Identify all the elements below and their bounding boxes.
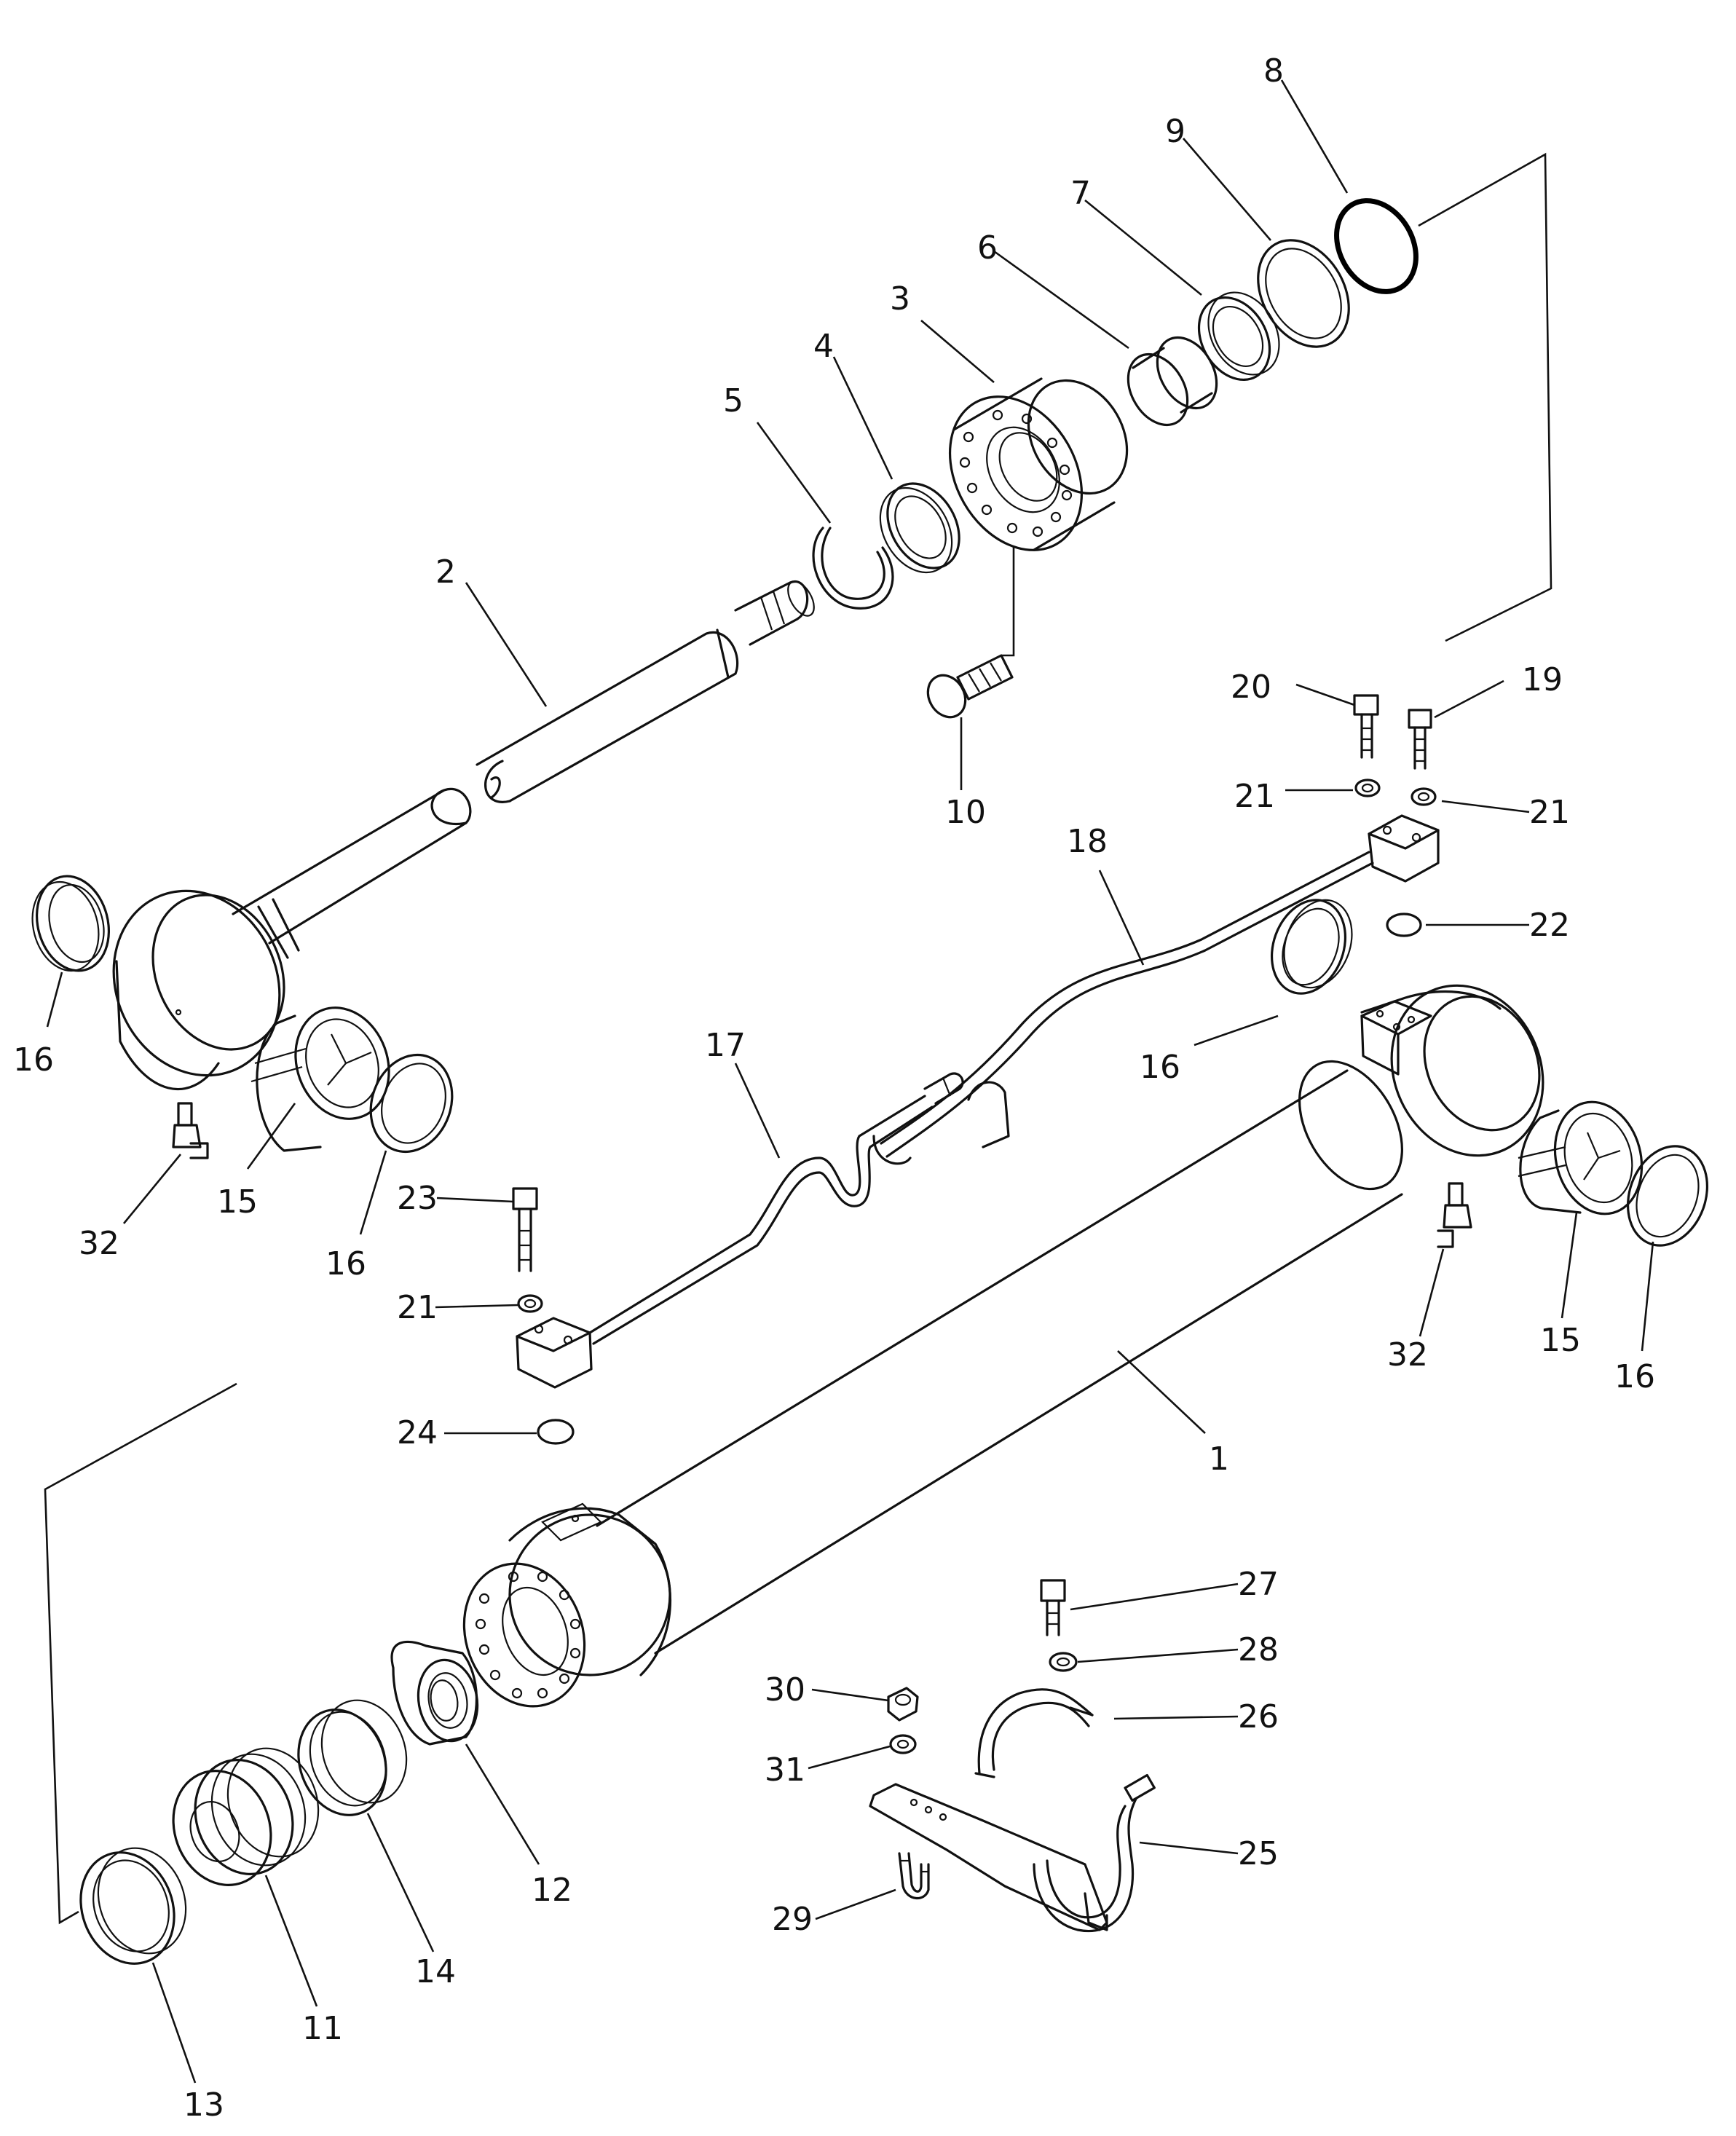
seal-part-4 (879, 482, 960, 574)
dust-seal-part-16-center (1270, 899, 1353, 995)
callout-27: 27 (1238, 1566, 1279, 1603)
callout-13: 13 (184, 2086, 224, 2124)
bolt-part-19 (1408, 709, 1432, 770)
grease-fitting-part-32-left (172, 1102, 209, 1159)
callout-25: 25 (1238, 1835, 1279, 1872)
nut-part-30 (887, 1687, 919, 1722)
callout-7: 7 (1070, 175, 1091, 212)
bushing-part-15-left (250, 1006, 390, 1152)
callout-20: 20 (1231, 669, 1271, 706)
washer-part-31 (889, 1734, 917, 1754)
ring-part-9 (1257, 239, 1350, 348)
callout-15-left: 15 (217, 1183, 258, 1221)
callout-21-a: 21 (1234, 778, 1275, 815)
nut-part-12 (390, 1640, 479, 1746)
callout-3: 3 (890, 280, 910, 318)
callout-6: 6 (977, 229, 998, 267)
washer-part-21-c (517, 1294, 543, 1313)
callout-21-c: 21 (397, 1289, 438, 1326)
o-ring-part-24 (537, 1419, 575, 1445)
callout-23: 23 (397, 1180, 438, 1217)
piston-rod-part-2 (112, 580, 815, 1091)
ring-part-14 (297, 1699, 408, 1816)
callout-31: 31 (765, 1751, 805, 1789)
pipe-part-17 (516, 1072, 964, 1389)
callout-16-right: 16 (1614, 1358, 1655, 1395)
seal-part-7 (1197, 291, 1280, 382)
assembly-bracket-upper (1418, 152, 1552, 642)
callout-19: 19 (1522, 661, 1563, 698)
clamp-band-part-26 (974, 1688, 1094, 1778)
dust-seal-part-16-right (1626, 1145, 1709, 1247)
callout-17: 17 (705, 1027, 746, 1064)
callout-15-right: 15 (1540, 1322, 1581, 1359)
dust-seal-part-16-upper-left (31, 875, 111, 972)
washer-part-21-a (1354, 779, 1381, 797)
callout-5: 5 (723, 382, 743, 419)
bolt-part-20 (1353, 694, 1379, 759)
cylinder-tube-part-1 (462, 984, 1544, 1708)
dust-seal-part-16-mid-left (369, 1053, 454, 1154)
cylinder-head-part-3 (948, 377, 1129, 551)
callout-29: 29 (772, 1901, 813, 1938)
callout-21-b: 21 (1529, 794, 1570, 831)
callout-4: 4 (813, 328, 834, 365)
washer-part-28 (1049, 1652, 1078, 1672)
u-bolt-part-29 (898, 1852, 930, 1899)
grease-fitting-part-32-right (1437, 1182, 1472, 1248)
o-ring-part-22 (1386, 913, 1422, 937)
callout-2: 2 (435, 553, 456, 591)
callout-11: 11 (302, 2010, 343, 2047)
clamp-bracket-part-25 (869, 1773, 1156, 1933)
assembly-bracket-lower (44, 1382, 237, 1925)
bolt-part-10 (926, 654, 1014, 719)
bolt-part-27 (1040, 1579, 1066, 1636)
callout-28: 28 (1238, 1631, 1279, 1668)
callout-16-center: 16 (1140, 1049, 1180, 1086)
callout-14: 14 (415, 1953, 456, 1990)
snap-ring-part-5 (812, 527, 894, 610)
ring-part-13 (79, 1847, 187, 1965)
bushing-part-15-right (1518, 1100, 1644, 1215)
leader-lines (46, 79, 1654, 2084)
callout-24: 24 (397, 1414, 438, 1451)
callout-12: 12 (532, 1872, 572, 1909)
callout-labels: 8 9 7 6 3 4 5 2 10 20 19 21 21 22 18 17 … (13, 52, 1655, 2124)
callout-1: 1 (1209, 1441, 1229, 1478)
callout-26: 26 (1238, 1698, 1279, 1735)
o-ring-part-8 (1334, 198, 1419, 294)
callout-16-mid-left: 16 (326, 1245, 366, 1282)
callout-32-right: 32 (1387, 1336, 1428, 1374)
callout-30: 30 (765, 1671, 805, 1709)
callout-32-left: 32 (79, 1225, 119, 1262)
piston-part-11 (172, 1747, 320, 1886)
pipe-part-18 (872, 814, 1440, 1165)
callout-8: 8 (1263, 52, 1284, 90)
callout-10: 10 (945, 794, 986, 831)
callout-22: 22 (1529, 907, 1570, 944)
bolt-part-23 (512, 1187, 538, 1272)
callout-18: 18 (1067, 823, 1108, 860)
callout-9: 9 (1165, 113, 1185, 150)
washer-part-21-b (1410, 787, 1437, 806)
callout-16-upper-left: 16 (13, 1041, 54, 1079)
bushing-part-6 (1127, 336, 1218, 427)
